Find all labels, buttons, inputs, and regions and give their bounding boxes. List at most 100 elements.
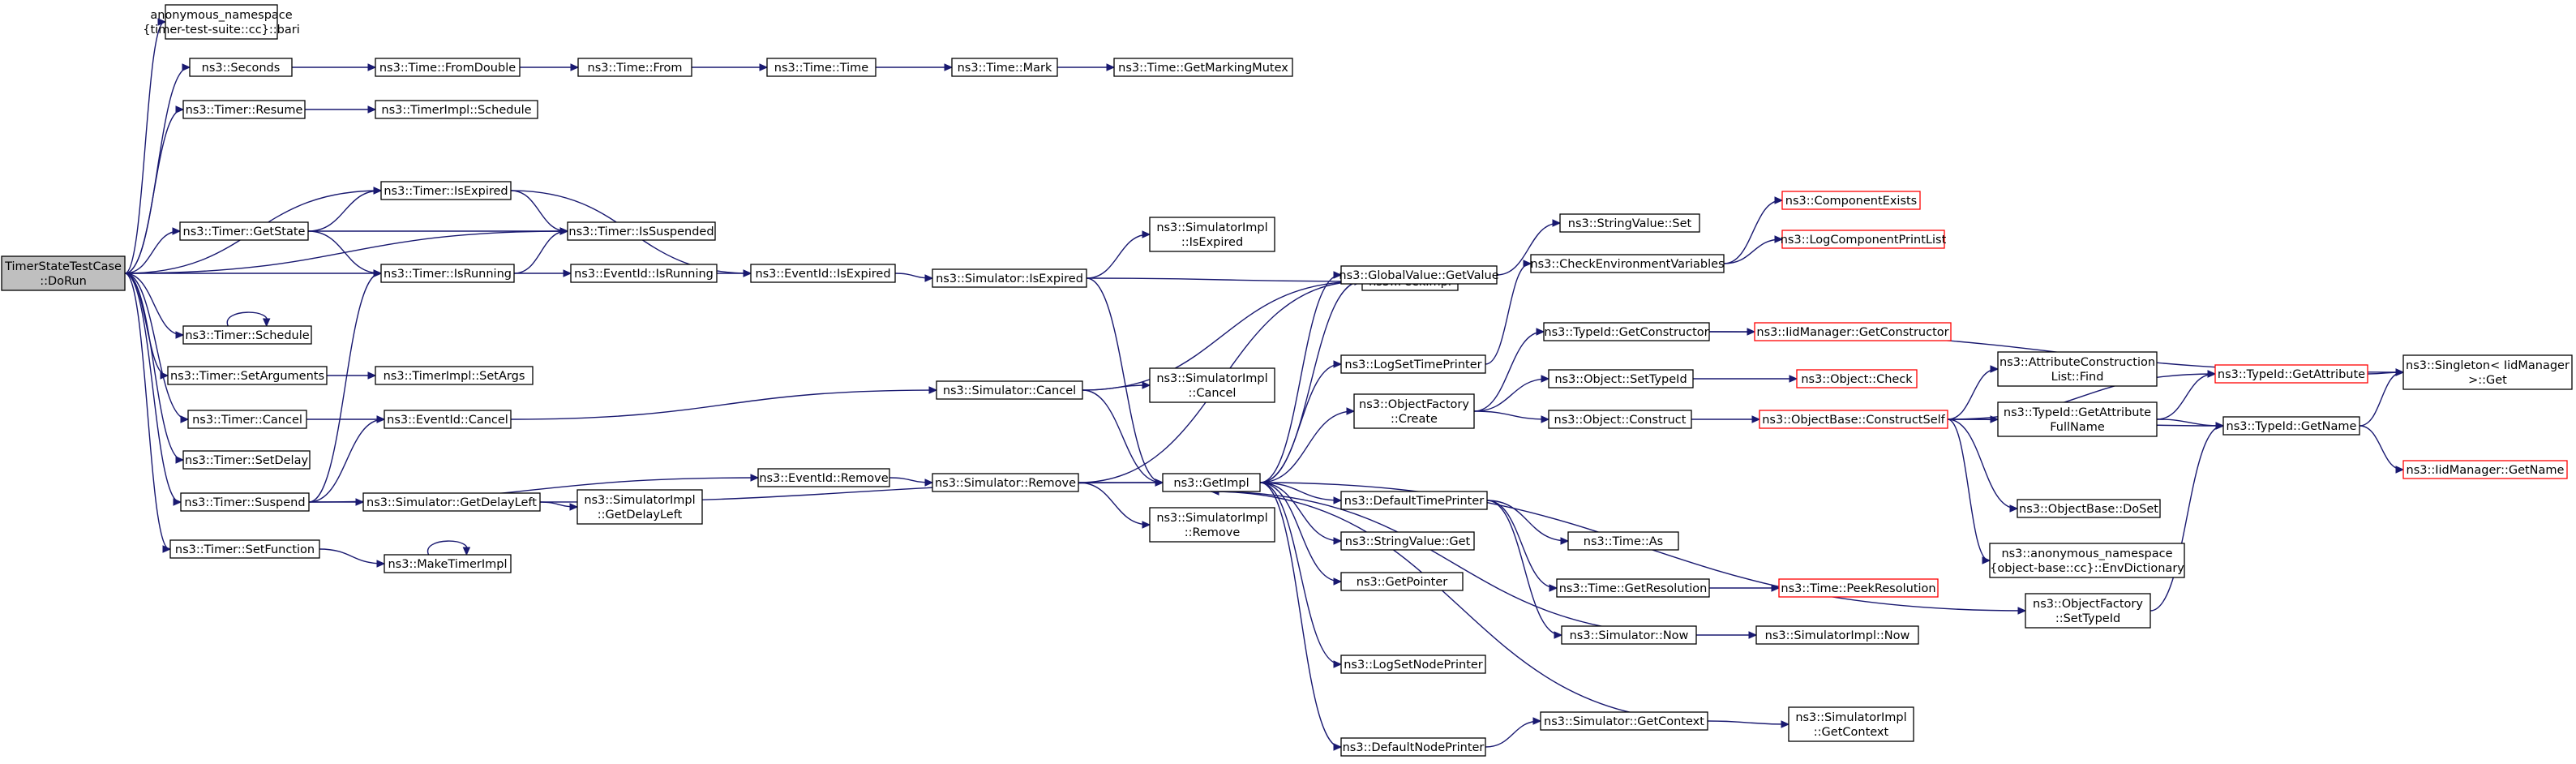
node-object-set-type-id[interactable]: ns3::Object::SetTypeId (1548, 369, 1694, 388)
node-sim-impl-get-context[interactable]: ns3::SimulatorImpl::GetContext (1788, 706, 1914, 742)
node-box (1755, 625, 1919, 645)
edge-line (1707, 720, 1789, 725)
node-log-set-node-printer[interactable]: ns3::LogSetNodePrinter (1340, 655, 1486, 674)
node-construct-self[interactable]: ns3::ObjectBase::ConstructSelf (1759, 410, 1948, 429)
edge-line (2150, 425, 2223, 612)
node-time-as[interactable]: ns3::Time::As (1567, 531, 1679, 551)
node-box (2402, 354, 2573, 390)
node-make-timer-impl[interactable]: ns3::MakeTimerImpl (384, 554, 512, 573)
node-time-get-resolution[interactable]: ns3::Time::GetResolution (1556, 578, 1710, 598)
edge-line (510, 190, 568, 232)
node-timer-set-delay[interactable]: ns3::Timer::SetDelay (182, 450, 311, 470)
node-box (1796, 369, 1918, 388)
node-component-exists[interactable]: ns3::ComponentExists (1781, 191, 1921, 210)
node-string-value-set[interactable]: ns3::StringValue::Set (1559, 213, 1700, 233)
node-iid-get-name[interactable]: ns3::IidManager::GetName (2402, 460, 2568, 479)
node-time-from[interactable]: ns3::Time::From (577, 58, 692, 77)
node-timer-get-state[interactable]: ns3::Timer::GetState (179, 221, 309, 241)
node-object-check[interactable]: ns3::Object::Check (1796, 369, 1918, 388)
node-root[interactable]: TimerStateTestCase::DoRun (1, 255, 126, 291)
edge-line (1496, 222, 1560, 276)
node-event-id-remove[interactable]: ns3::EventId::Remove (757, 468, 890, 487)
node-sim-now[interactable]: ns3::Simulator::Now (1561, 625, 1697, 645)
call-edge-timer-is-running-to-event-id-is-running (513, 269, 572, 277)
edge-line (513, 230, 568, 274)
node-check-env-vars[interactable]: ns3::CheckEnvironmentVariables (1530, 254, 1725, 273)
node-timer-cancel[interactable]: ns3::Timer::Cancel (187, 410, 307, 429)
node-box (567, 221, 716, 241)
node-timer-set-function[interactable]: ns3::Timer::SetFunction (169, 539, 320, 559)
node-event-id-is-expired[interactable]: ns3::EventId::IsExpired (750, 264, 896, 283)
node-bari[interactable]: anonymous_namespace{timer-test-suite::cc… (143, 4, 300, 40)
node-default-time-printer[interactable]: ns3::DefaultTimePrinter (1340, 491, 1488, 510)
node-get-impl[interactable]: ns3::GetImpl (1162, 473, 1261, 492)
node-object-factory-set-type-id[interactable]: ns3::ObjectFactory::SetTypeId (2025, 593, 2151, 629)
call-edge-root-to-timer-cancel (124, 273, 190, 423)
node-seconds[interactable]: ns3::Seconds (189, 58, 293, 77)
node-sim-is-expired[interactable]: ns3::Simulator::IsExpired (932, 268, 1087, 288)
node-timer-impl-set-args[interactable]: ns3::TimerImpl::SetArgs (375, 366, 534, 385)
node-event-id-cancel[interactable]: ns3::EventId::Cancel (384, 410, 512, 429)
node-singleton-get[interactable]: ns3::Singleton< IidManager >::Get (2402, 354, 2573, 390)
edge-arrowhead (1142, 230, 1151, 238)
node-sim-impl-is-expired[interactable]: ns3::SimulatorImpl::IsExpired (1149, 217, 1275, 252)
node-time-mark[interactable]: ns3::Time::Mark (951, 58, 1058, 77)
node-from-double[interactable]: ns3::Time::FromDouble (375, 58, 521, 77)
node-timer-impl-schedule[interactable]: ns3::TimerImpl::Schedule (375, 100, 538, 119)
node-timer-set-arguments[interactable]: ns3::Timer::SetArguments (167, 366, 328, 385)
node-object-base-do-set[interactable]: ns3::ObjectBase::DoSet (2017, 499, 2161, 518)
edge-line (124, 273, 183, 461)
node-box (1548, 410, 1692, 429)
node-sim-impl-get-delay-left[interactable]: ns3::SimulatorImpl::GetDelayLeft (576, 489, 703, 525)
node-log-component-print-list[interactable]: ns3::LogComponentPrintList (1781, 230, 1947, 249)
node-time-peek-resolution[interactable]: ns3::Time::PeekResolution (1778, 578, 1939, 598)
node-type-id-get-name[interactable]: ns3::TypeId::GetName (2222, 416, 2360, 436)
node-timer-is-expired[interactable]: ns3::Timer::IsExpired (380, 181, 512, 200)
node-box (576, 489, 703, 525)
node-label-line: ns3::Timer::GetState (183, 225, 306, 238)
call-edge-sim-cancel-to-sim-impl-cancel (1082, 381, 1151, 391)
node-global-value-get-value[interactable]: ns3::GlobalValue::GetValue (1339, 265, 1499, 285)
call-edge-get-impl-to-global-value-get-value (1259, 271, 1343, 483)
node-sim-get-context[interactable]: ns3::Simulator::GetContext (1540, 711, 1708, 731)
node-sim-impl-now[interactable]: ns3::SimulatorImpl::Now (1755, 625, 1919, 645)
node-label-line: ns3::Timer::Suspend (184, 496, 305, 509)
node-label-line: ns3::TimerImpl::Schedule (381, 104, 531, 117)
node-type-id-get-constructor[interactable]: ns3::TypeId::GetConstructor (1543, 322, 1710, 341)
node-timer-is-running[interactable]: ns3::Timer::IsRunning (380, 264, 515, 283)
node-get-pointer[interactable]: ns3::GetPointer (1340, 572, 1464, 591)
node-box (2214, 364, 2368, 384)
node-box (1997, 401, 2158, 437)
node-box (1559, 213, 1700, 233)
node-object-factory-create[interactable]: ns3::ObjectFactory::Create (1353, 393, 1475, 429)
edge-line (1473, 378, 1549, 412)
node-object-construct[interactable]: ns3::Object::Construct (1548, 410, 1692, 429)
node-timer-resume[interactable]: ns3::Timer::Resume (182, 100, 306, 119)
node-sim-impl-cancel[interactable]: ns3::SimulatorImpl::Cancel (1149, 367, 1275, 403)
node-label-line: ns3::SimulatorImpl (1156, 512, 1267, 525)
node-get-marking-mutex[interactable]: ns3::Time::GetMarkingMutex (1113, 58, 1293, 77)
node-env-dictionary[interactable]: ns3::anonymous_namespace{object-base::cc… (1989, 543, 2185, 578)
node-sim-remove[interactable]: ns3::Simulator::Remove (932, 473, 1079, 492)
node-sim-cancel[interactable]: ns3::Simulator::Cancel (936, 380, 1083, 400)
call-edge-time-get-resolution-to-time-peek-resolution (1708, 584, 1781, 592)
node-log-set-time-printer[interactable]: ns3::LogSetTimePrinter (1340, 354, 1486, 374)
node-string-value-get[interactable]: ns3::StringValue::Get (1340, 531, 1475, 551)
node-sim-impl-remove[interactable]: ns3::SimulatorImpl::Remove (1149, 507, 1275, 543)
edge-line (1486, 500, 1557, 589)
node-sim-get-delay-left[interactable]: ns3::Simulator::GetDelayLeft (362, 492, 541, 512)
node-time-time[interactable]: ns3::Time::Time (766, 58, 877, 77)
node-box (1548, 369, 1694, 388)
node-default-node-printer[interactable]: ns3::DefaultNodePrinter (1340, 737, 1486, 757)
node-label-line: ns3::MakeTimerImpl (388, 558, 507, 571)
node-event-id-is-running[interactable]: ns3::EventId::IsRunning (570, 264, 718, 283)
node-timer-schedule[interactable]: ns3::Timer::Schedule (182, 325, 312, 345)
node-type-id-get-attribute[interactable]: ns3::TypeId::GetAttribute (2214, 364, 2368, 384)
node-timer-is-suspended[interactable]: ns3::Timer::IsSuspended (567, 221, 716, 241)
node-timer-suspend[interactable]: ns3::Timer::Suspend (180, 492, 310, 512)
edge-arrowhead (462, 547, 471, 556)
node-iid-get-constructor[interactable]: ns3::IidManager::GetConstructor (1754, 322, 1952, 341)
node-label-line: ::Remove (1185, 526, 1241, 539)
